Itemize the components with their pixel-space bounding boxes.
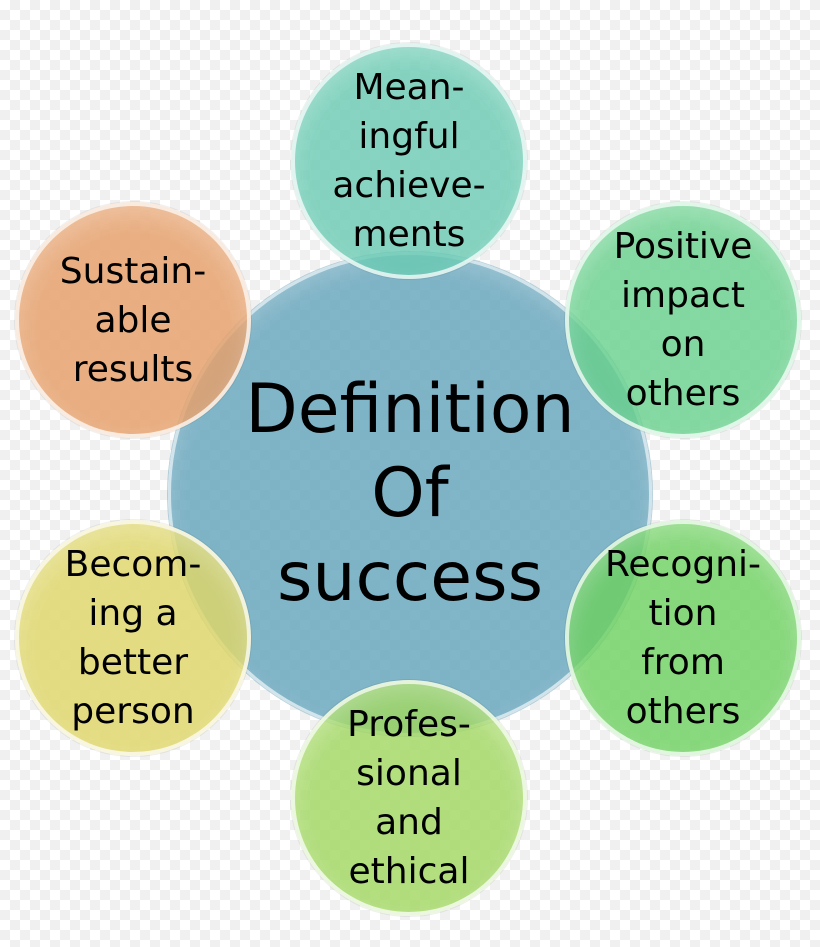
center-label-line: Definition bbox=[245, 370, 575, 449]
circle-label-line: and bbox=[375, 802, 443, 843]
circle-recognition: Recogni- tion from others bbox=[565, 520, 801, 756]
circle-professional-ethical: Profes- sional and ethical bbox=[291, 680, 527, 916]
circle-label-line: Positive bbox=[613, 226, 753, 267]
circle-label: Profes- sional and ethical bbox=[347, 700, 471, 896]
circle-label-line: results bbox=[72, 348, 194, 390]
circle-label-line: ing a bbox=[88, 593, 178, 634]
circle-label-line: Profes- bbox=[347, 704, 471, 745]
circle-positive-impact: Positive impact on others bbox=[565, 202, 801, 438]
circle-label-line: person bbox=[71, 691, 195, 732]
circle-label-line: sional bbox=[356, 753, 462, 794]
center-label: Definition Of success bbox=[245, 368, 574, 620]
circle-label-line: others bbox=[625, 373, 741, 414]
circle-label-line: able bbox=[94, 299, 172, 341]
circle-label: Becom- ing a better person bbox=[65, 540, 202, 736]
circle-label-line: Sustain- bbox=[59, 250, 207, 292]
circle-label-line: ingful bbox=[358, 116, 460, 157]
circle-label-line: from bbox=[641, 642, 725, 683]
circle-label-line: on bbox=[660, 324, 706, 365]
circle-label-line: impact bbox=[621, 275, 745, 316]
circle-label: Recogni- tion from others bbox=[605, 540, 761, 736]
circle-label-line: ments bbox=[352, 214, 466, 255]
circle-label-line: achieve- bbox=[332, 165, 486, 206]
circle-label: Mean- ingful achieve- ments bbox=[332, 63, 485, 259]
center-label-line: success bbox=[277, 538, 543, 617]
circle-label-line: ethical bbox=[348, 851, 470, 892]
circle-label-line: better bbox=[77, 642, 189, 683]
circle-label-line: others bbox=[625, 691, 741, 732]
circle-label-line: tion bbox=[648, 593, 718, 634]
circle-sustainable-results: Sustain- able results bbox=[15, 202, 251, 438]
circle-meaningful-achievements: Mean- ingful achieve- ments bbox=[291, 43, 527, 279]
center-label-line: Of bbox=[371, 454, 449, 533]
circle-label: Positive impact on others bbox=[614, 222, 753, 418]
circle-label-line: Recogni- bbox=[604, 544, 762, 585]
circle-label-line: Becom- bbox=[64, 544, 202, 585]
circle-label: Sustain- able results bbox=[60, 247, 206, 394]
circle-better-person: Becom- ing a better person bbox=[15, 520, 251, 756]
circle-label-line: Mean- bbox=[353, 67, 465, 108]
